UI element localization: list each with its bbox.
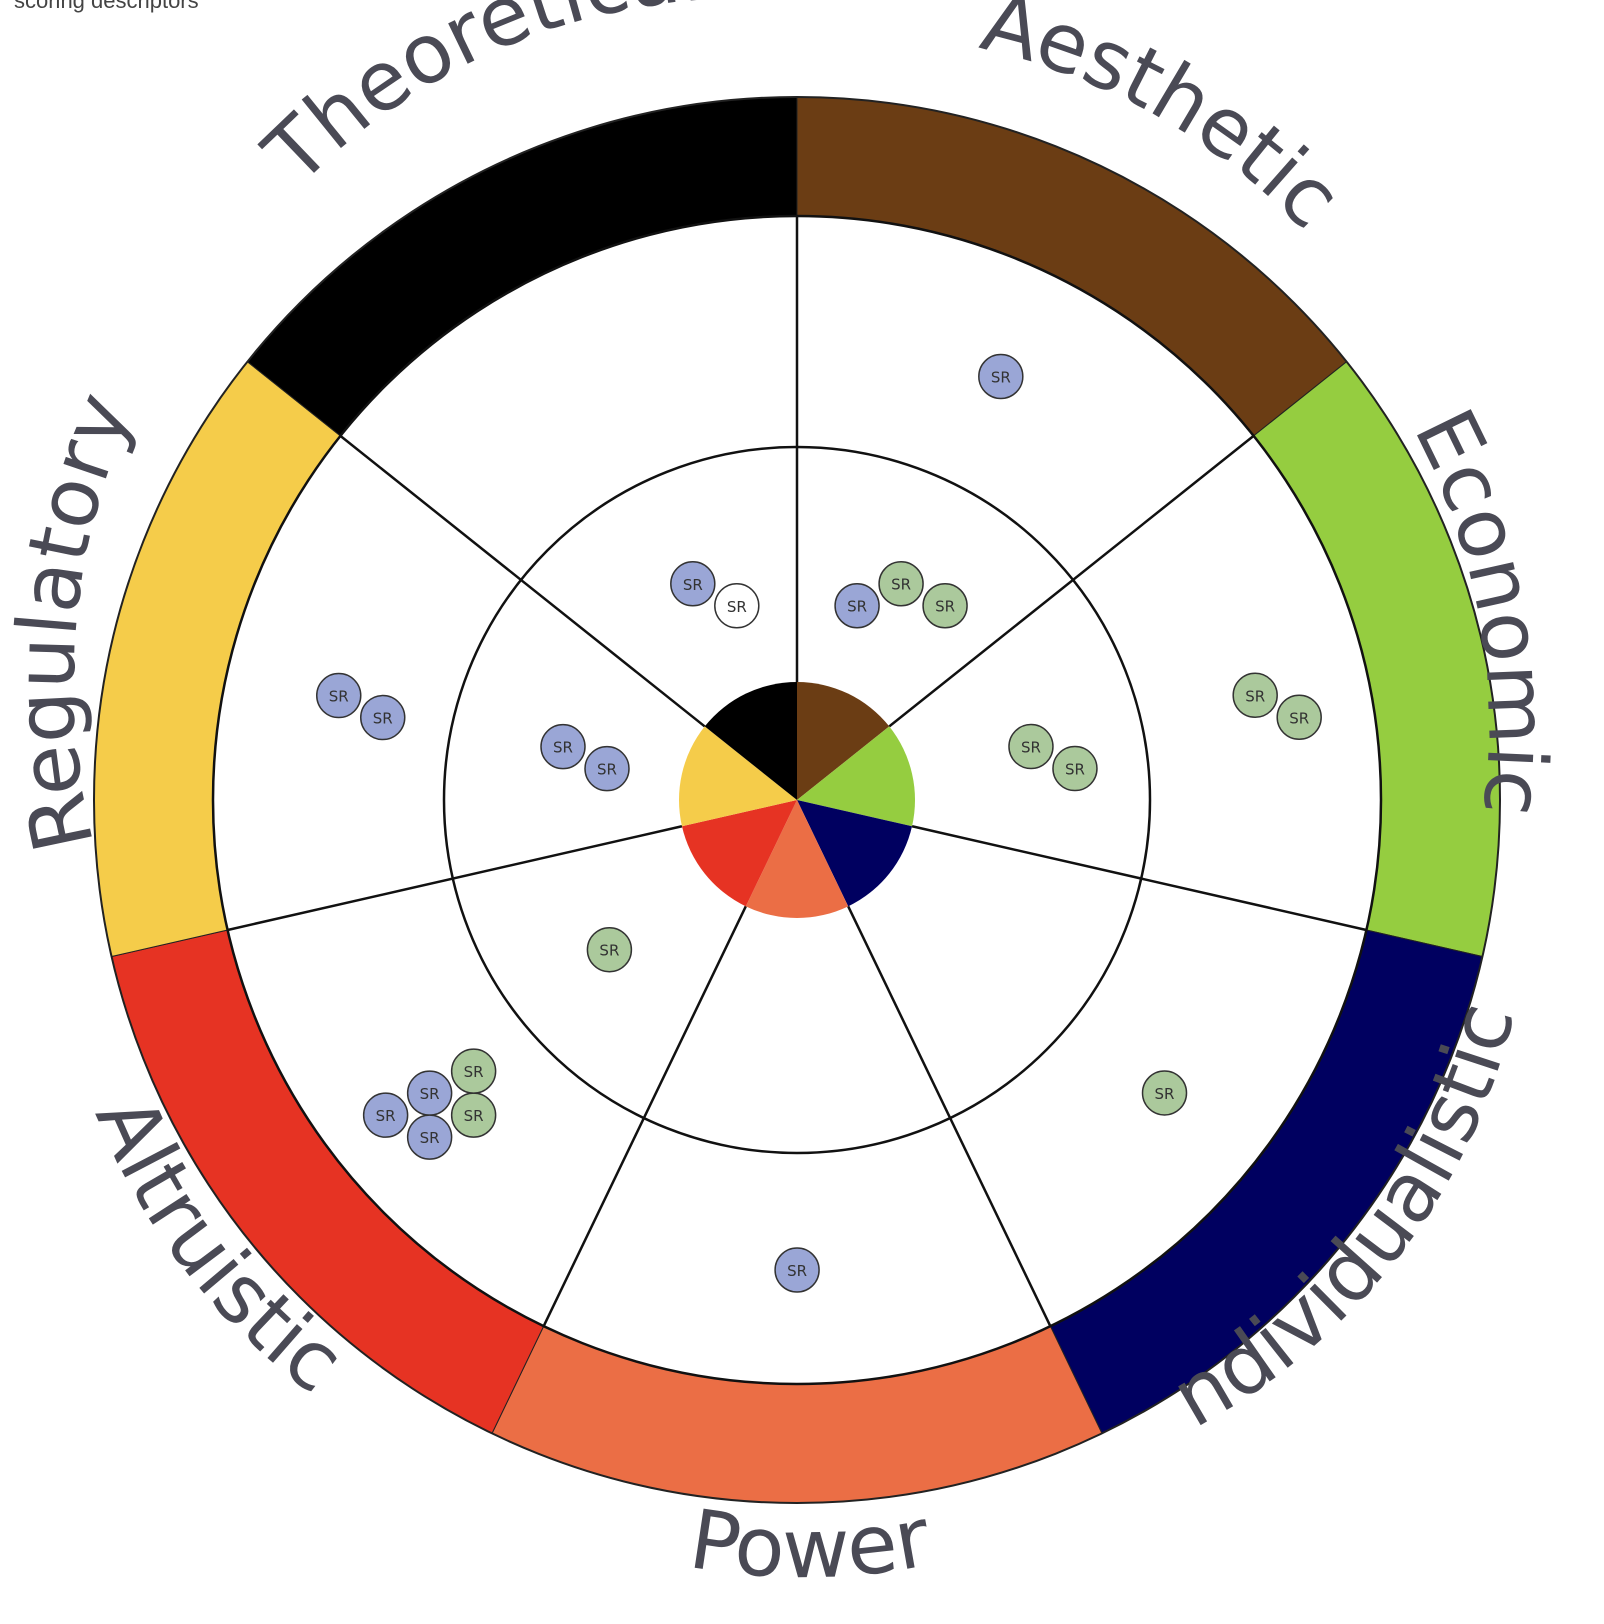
score-marker (1232, 672, 1278, 719)
spoke-aesthetic (888, 434, 1255, 728)
score-marker-label: SR (683, 576, 703, 594)
hub-segment-individualistic (745, 800, 849, 918)
score-marker (362, 1092, 409, 1138)
score-marker (834, 582, 880, 629)
spoke-economic (911, 825, 1367, 932)
score-marker (774, 1247, 820, 1293)
caption: scoring descriptors (14, 0, 199, 13)
score-marker-label: SR (376, 1107, 396, 1125)
score-marker-label: SR (553, 739, 573, 757)
score-marker-label: SR (599, 942, 619, 960)
hub-segment-altruistic (679, 726, 797, 827)
score-marker (922, 582, 968, 629)
score-marker (1052, 745, 1098, 792)
score-marker (1141, 1070, 1188, 1116)
score-marker (406, 1114, 453, 1160)
score-marker (316, 672, 362, 719)
score-marker-label: SR (727, 598, 747, 616)
score-marker (878, 560, 924, 607)
score-marker-label: SR (597, 761, 617, 779)
hub-segment-regulatory (704, 682, 797, 800)
score-marker-label: SR (847, 598, 867, 616)
score-marker-label: SR (464, 1107, 484, 1125)
score-markers: SR SR SR SR SR SR SR SR SR SR SR SR SR SR SR SR SR SR SR SR… (316, 353, 1322, 1293)
outer-band-border (93, 96, 1501, 1504)
spoke-altruistic (227, 825, 683, 932)
score-marker-label: SR (1289, 709, 1309, 727)
score-marker-label: SR (1245, 687, 1265, 705)
score-marker (1008, 723, 1054, 770)
score-marker (586, 926, 633, 973)
score-marker-label: SR (891, 576, 911, 594)
score-marker (1276, 694, 1322, 741)
hub-segment-aesthetic (797, 726, 915, 827)
score-marker-label: SR (329, 688, 349, 706)
score-marker-label: SR (991, 368, 1011, 386)
outer-color-band (93, 96, 1501, 1504)
score-marker-label: SR (787, 1262, 807, 1280)
score-marker-label: SR (420, 1085, 440, 1103)
label-power: Power (684, 1490, 937, 1597)
center-hub (679, 682, 915, 918)
hub-segment-economic (797, 800, 913, 907)
spokes (227, 216, 1367, 1327)
spoke-individualistic (847, 905, 1052, 1327)
hub-segment-theoretical (797, 682, 890, 800)
score-marker-label: SR (420, 1129, 440, 1147)
score-marker (540, 723, 586, 770)
score-marker (584, 745, 630, 792)
score-marker (450, 1048, 497, 1094)
score-marker-label: SR (1021, 739, 1041, 757)
score-marker (360, 694, 406, 741)
hub-segment-power (681, 800, 797, 907)
score-marker (978, 353, 1024, 400)
spoke-regulatory (339, 434, 706, 728)
score-marker-label: SR (373, 710, 393, 728)
spoke-power (542, 905, 747, 1327)
score-marker-label: SR (1155, 1085, 1175, 1103)
score-marker (714, 583, 760, 629)
score-marker-label: SR (1065, 761, 1085, 779)
score-marker-label: SR (464, 1063, 484, 1081)
score-marker (670, 561, 716, 607)
score-marker-label: SR (935, 598, 955, 616)
